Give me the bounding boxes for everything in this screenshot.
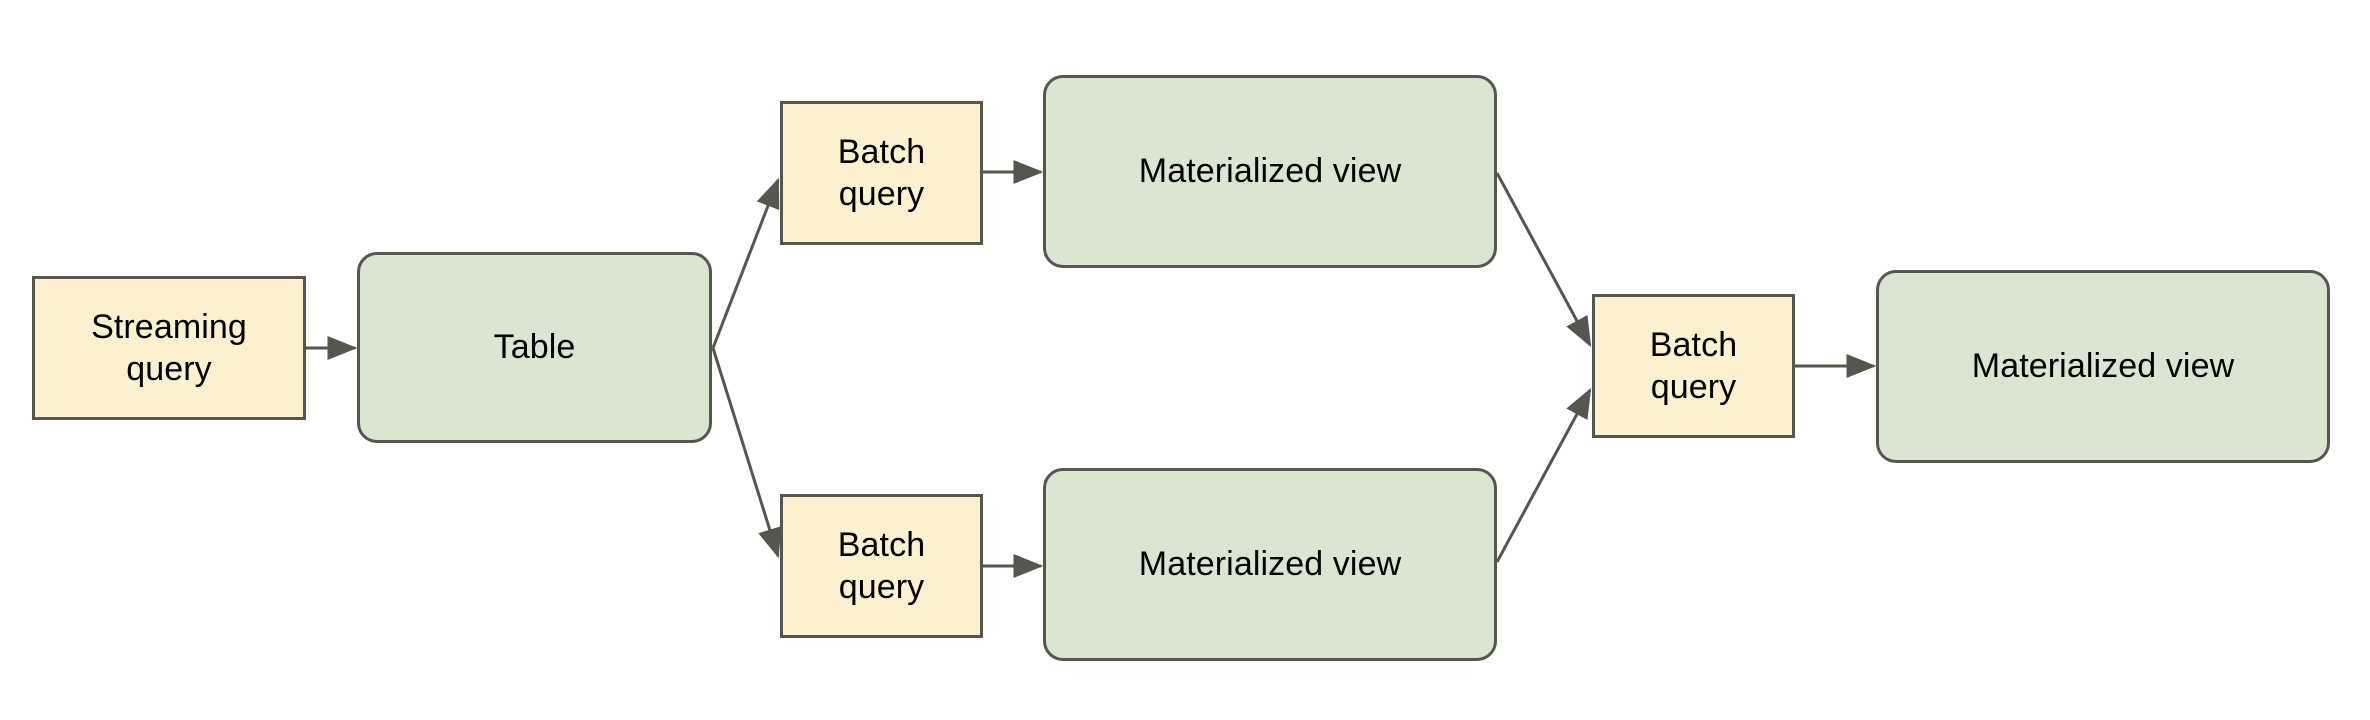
node-label-batch-query-top: Batch query — [837, 132, 926, 213]
node-batch-query-bottom[interactable]: Batch query — [780, 494, 983, 638]
node-batch-query-join[interactable]: Batch query — [1592, 294, 1795, 438]
edge-table-to-batch-top — [711, 177, 780, 349]
node-materialized-view-final[interactable]: Materialized view — [1876, 270, 2330, 463]
edge-mv-bottom-to-batch-join — [1495, 387, 1592, 563]
node-materialized-view-bottom[interactable]: Materialized view — [1043, 468, 1497, 661]
edge-table-to-batch-bottom — [711, 347, 782, 559]
node-table[interactable]: Table — [357, 252, 712, 443]
node-label-table: Table — [493, 328, 576, 367]
edge-mv-top-to-batch-join — [1495, 172, 1592, 348]
node-materialized-view-top[interactable]: Materialized view — [1043, 75, 1497, 268]
node-streaming-query[interactable]: Streaming query — [32, 276, 306, 420]
node-label-streaming-query: Streaming query — [91, 307, 247, 388]
node-label-materialized-view-top: Materialized view — [1138, 152, 1402, 191]
node-batch-query-top[interactable]: Batch query — [780, 101, 983, 245]
node-label-materialized-view-final: Materialized view — [1971, 347, 2235, 386]
node-label-materialized-view-bottom: Materialized view — [1138, 545, 1402, 584]
node-label-batch-query-bottom: Batch query — [837, 525, 926, 606]
node-label-batch-query-join: Batch query — [1649, 325, 1738, 406]
